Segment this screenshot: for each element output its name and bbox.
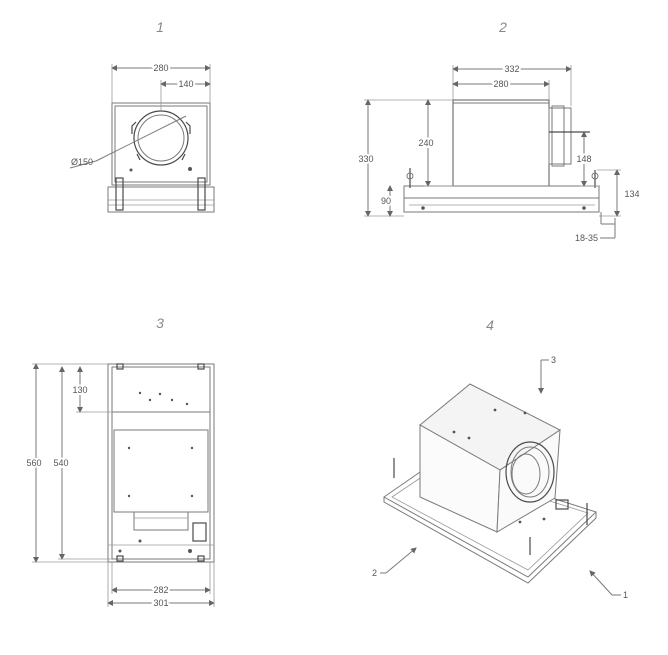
dim-view2-box: 240 [418,138,433,148]
dim-view2-base: 90 [381,196,391,206]
dim-view1-diameter: Ø150 [71,157,93,167]
dim-view3-length: 540 [53,458,68,468]
view-4-isometric: 3 2 1 [372,355,628,600]
dim-view2-adjust: 18-35 [575,233,598,243]
dim-view3-total: 560 [26,458,41,468]
view-1-front: 280 140 Ø150 [69,61,215,213]
view-3-top: 560 540 130 282 301 [24,363,215,610]
dim-view2-depth: 332 [504,64,519,74]
callout-1: 1 [623,590,628,600]
view-number-4: 4 [486,317,494,333]
dim-view2-side: 134 [624,189,639,199]
view-number-2: 2 [498,19,507,35]
dim-view2-height: 330 [358,154,373,164]
dim-view2-outlet: 148 [576,154,591,164]
dim-view2-body: 280 [493,79,508,89]
callout-3: 3 [551,355,556,365]
dim-view3-top: 130 [72,385,87,395]
view-number-1: 1 [156,19,164,35]
dim-view1-half: 140 [178,79,193,89]
dim-view3-inner: 282 [153,585,168,595]
dim-view1-width: 280 [153,63,168,73]
view-2-side: 332 280 330 240 90 148 134 18-35 [356,62,641,243]
callout-2: 2 [372,568,377,578]
dim-view3-outer: 301 [153,598,168,608]
view-number-3: 3 [156,315,164,331]
